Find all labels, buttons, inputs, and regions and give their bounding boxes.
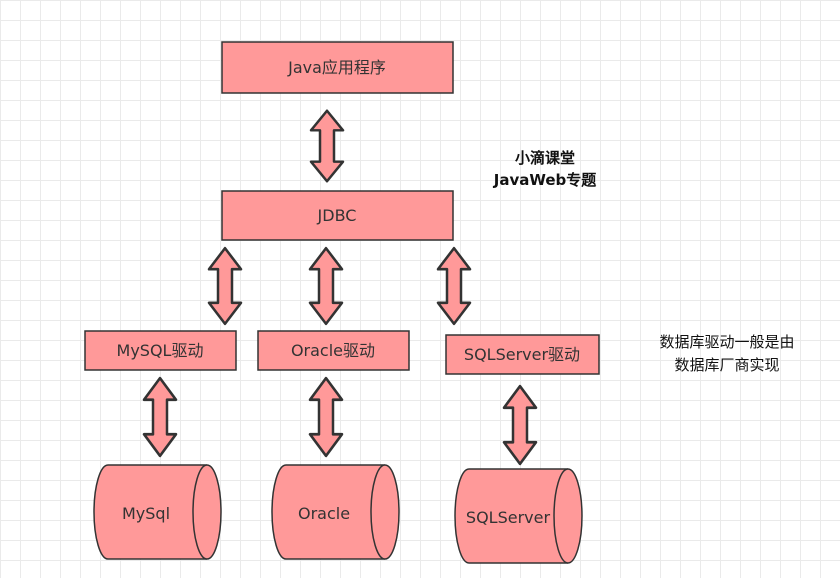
branding-line1: 小滴课堂: [515, 149, 575, 167]
java-app-node: Java应用程序: [221, 41, 454, 94]
java-app-label: Java应用程序: [287, 58, 386, 77]
branding-line2: JavaWeb专题: [493, 171, 598, 189]
arrow-sqlserver-driver-db: [502, 384, 538, 466]
arrow-jdbc-mysql-driver: [207, 246, 243, 326]
jdbc-label: JDBC: [317, 206, 357, 225]
driver-note-line2: 数据库厂商实现: [674, 356, 779, 374]
sqlserver-driver-node: SQLServer驱动: [445, 334, 600, 375]
oracle-driver-label: Oracle驱动: [291, 341, 375, 360]
mysql-database-node: MySql: [93, 464, 222, 560]
arrow-app-jdbc: [309, 109, 345, 183]
oracle-database-node: Oracle: [271, 464, 400, 560]
arrow-oracle-driver-db: [308, 376, 344, 458]
sqlserver-database-node: SQLServer: [454, 468, 583, 564]
arrow-mysql-driver-db: [142, 376, 178, 458]
sqlserver-driver-label: SQLServer驱动: [464, 345, 580, 364]
sqlserver-database-label: SQLServer: [466, 508, 551, 527]
oracle-driver-node: Oracle驱动: [257, 330, 410, 371]
jdbc-node: JDBC: [221, 190, 454, 241]
arrow-jdbc-sqlserver-driver: [436, 246, 472, 326]
mysql-database-label: MySql: [122, 504, 170, 523]
oracle-database-label: Oracle: [298, 504, 350, 523]
arrow-jdbc-oracle-driver: [308, 246, 344, 326]
driver-note-line1: 数据库驱动一般是由: [659, 333, 794, 351]
mysql-driver-node: MySQL驱动: [84, 330, 237, 371]
mysql-driver-label: MySQL驱动: [117, 341, 204, 360]
